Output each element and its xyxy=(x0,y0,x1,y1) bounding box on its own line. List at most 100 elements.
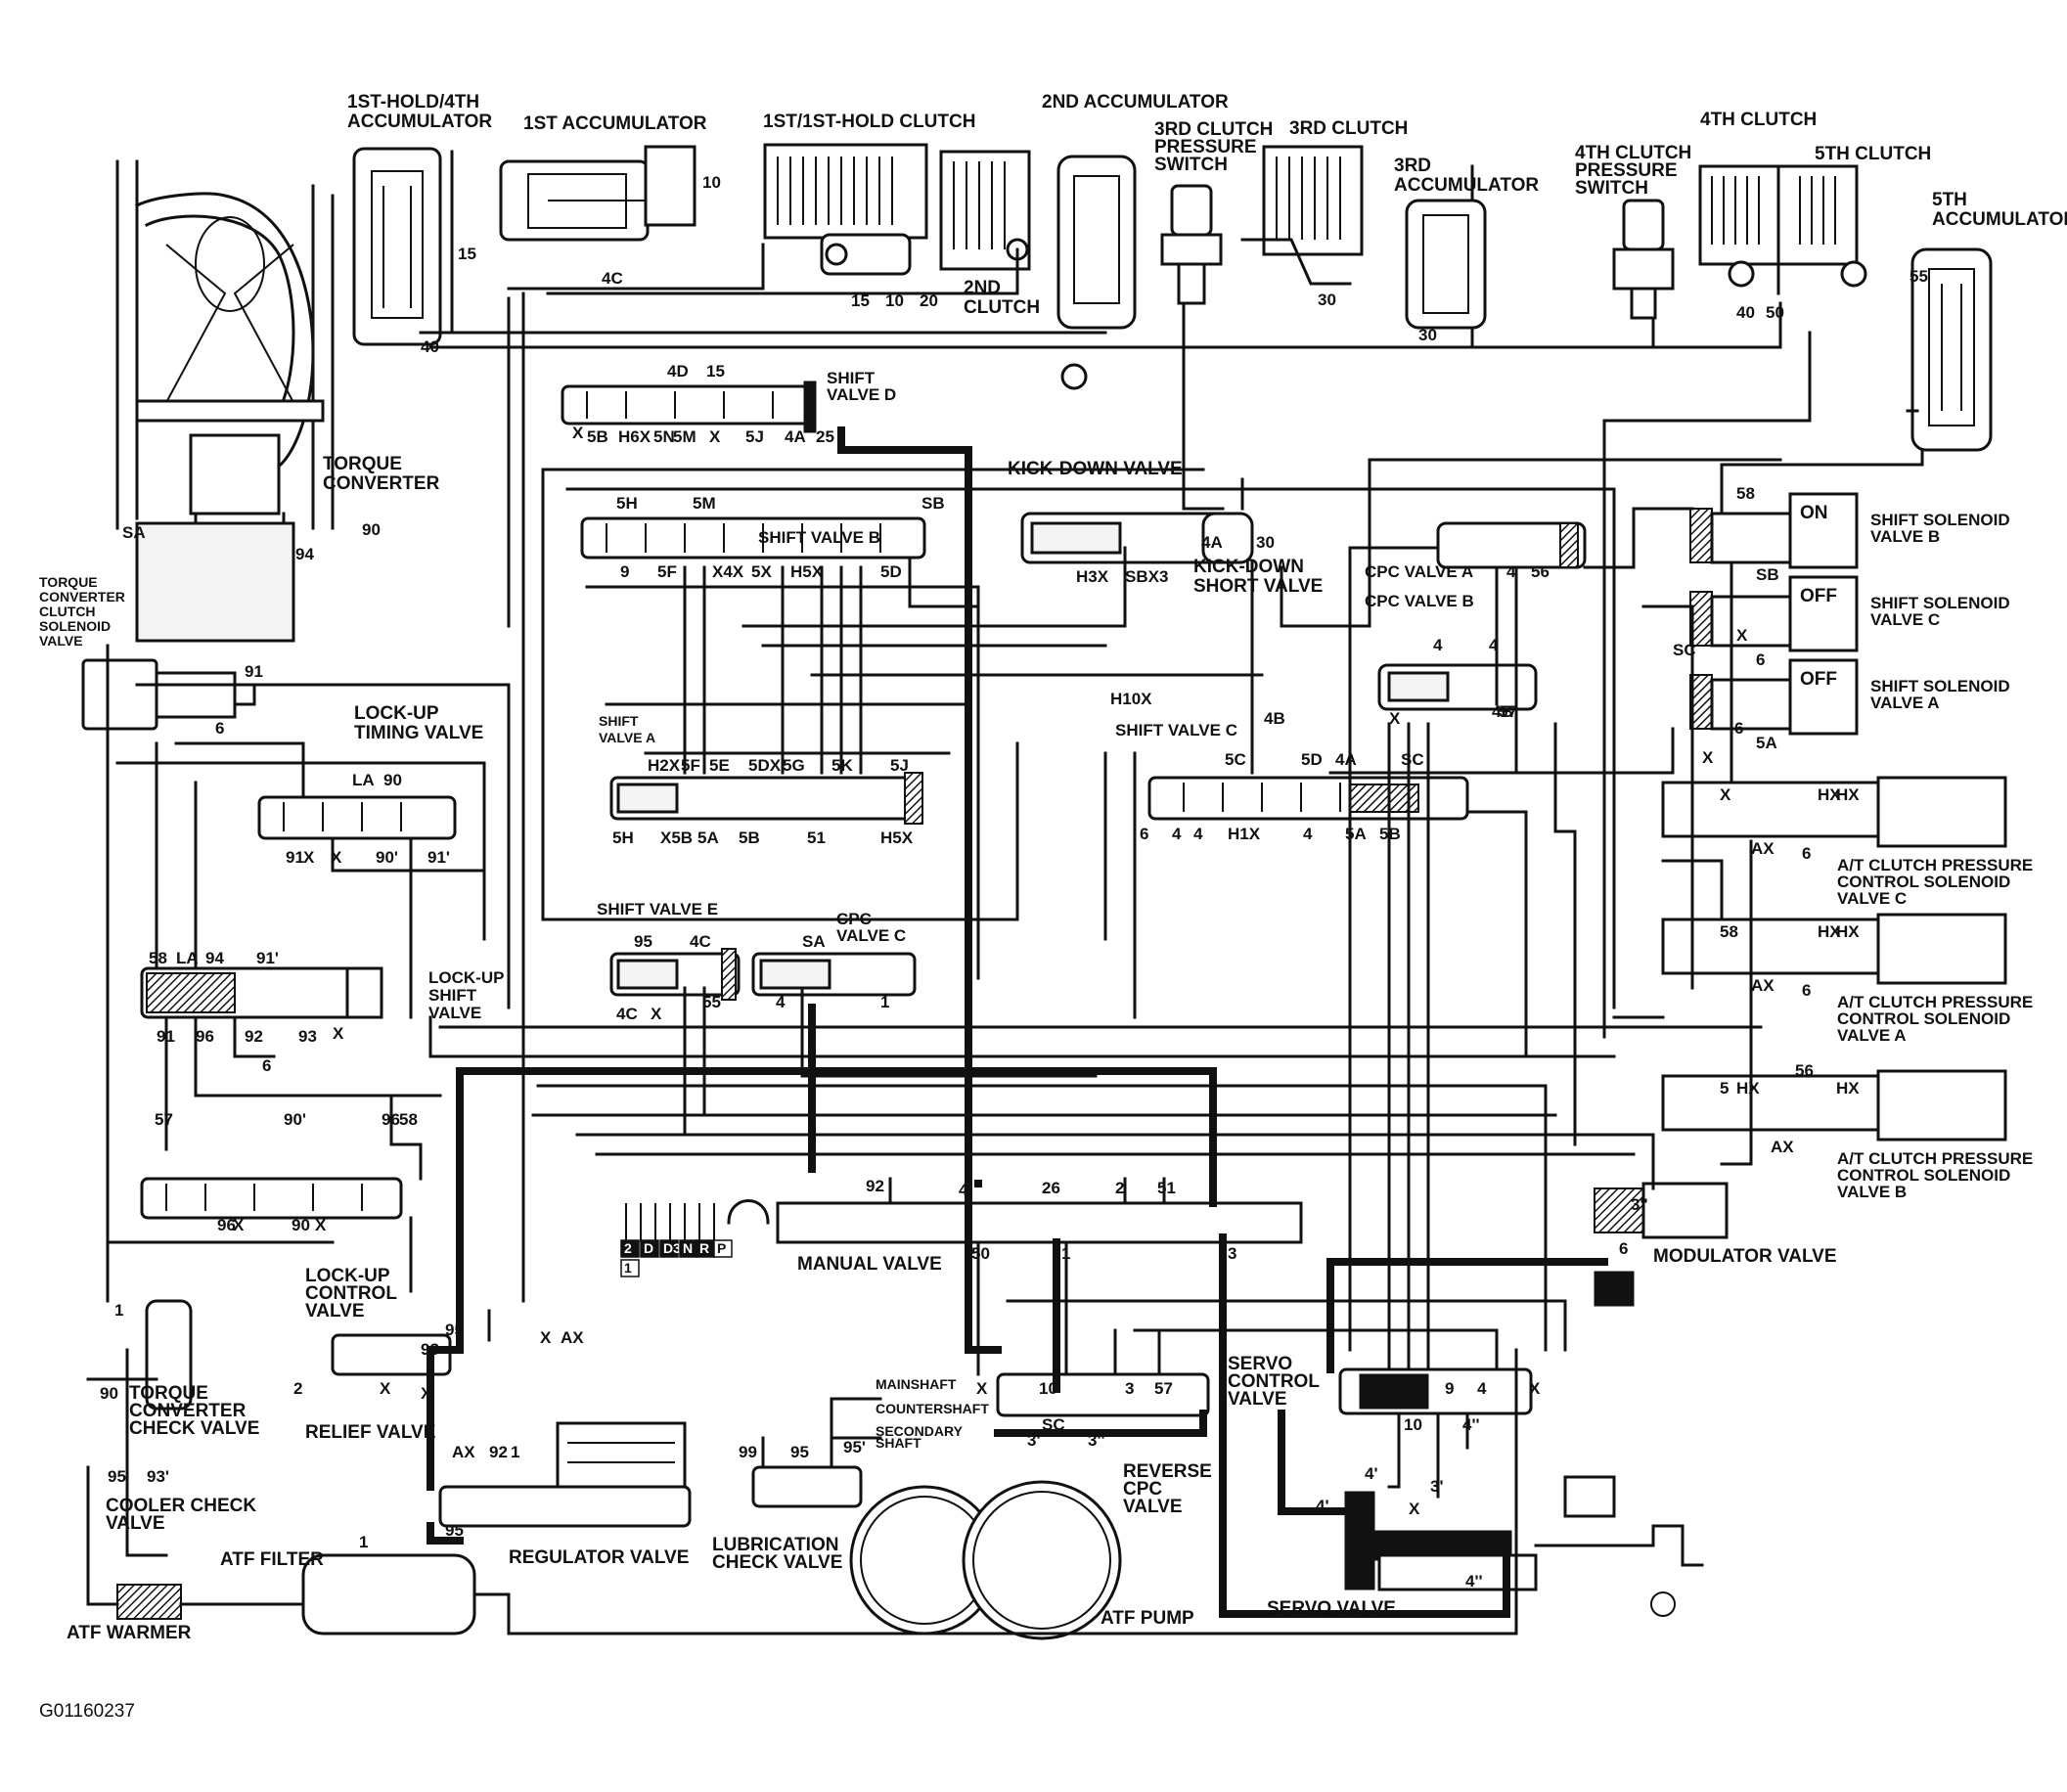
port-label: 30 xyxy=(1256,533,1275,552)
label-lockup-shift-1: LOCK-UP xyxy=(428,968,504,987)
port-label: 95' xyxy=(843,1438,866,1456)
port-label: AX xyxy=(561,1328,584,1347)
port-label: 5F xyxy=(681,756,700,775)
label-cpc-b: CPC VALVE B xyxy=(1365,592,1474,610)
port-label: X4X xyxy=(712,562,744,581)
port-label: HX xyxy=(1836,922,1860,941)
port-label: 4 xyxy=(1193,825,1203,843)
port-label: H5X xyxy=(790,562,824,581)
port-label: 5A xyxy=(697,829,719,847)
port-label: 5C xyxy=(1225,750,1246,769)
label-at-b-2: CONTROL SOLENOID xyxy=(1837,1166,2010,1185)
port-label: 3' xyxy=(1430,1477,1444,1496)
port-label: 4 xyxy=(1303,825,1313,843)
label-acc1: 1ST ACCUMULATOR xyxy=(523,113,707,134)
port-label: 5J xyxy=(890,756,909,775)
cpc-valve-a xyxy=(1436,521,1587,569)
shift-solenoid-a xyxy=(1689,658,1859,736)
label-lockup-timing-1: LOCK-UP xyxy=(354,703,439,724)
port-label: SBX3 xyxy=(1125,567,1168,586)
port-label: 96 xyxy=(382,1110,400,1129)
port-label: SB xyxy=(1756,565,1779,584)
port-label: 4B xyxy=(1264,709,1285,728)
label-servo-control-1: SERVO xyxy=(1228,1354,1292,1374)
figure-id: G01160237 xyxy=(39,1701,135,1722)
port-label: HX xyxy=(1736,1079,1760,1098)
clutch4-5 xyxy=(1698,164,1867,295)
label-clutch5: 5TH CLUTCH xyxy=(1815,144,1931,164)
label-tc-check-2: CONVERTER xyxy=(129,1401,247,1421)
label-at-a-2: CONTROL SOLENOID xyxy=(1837,1009,2010,1028)
port-label: X xyxy=(1529,1379,1541,1398)
servo-control-valve xyxy=(1338,1367,1533,1415)
tc-check-valve xyxy=(145,1299,193,1411)
port-label: AX xyxy=(1771,1138,1794,1156)
label-ps3-1: 3RD CLUTCH xyxy=(1154,119,1273,140)
label-at-c-3: VALVE C xyxy=(1837,889,1907,908)
label-acc5-1: 5TH xyxy=(1932,190,1967,210)
label-clutch4: 4TH CLUTCH xyxy=(1700,110,1817,130)
port-label: 5A xyxy=(1345,825,1367,843)
label-secondary-shaft-2: SHAFT xyxy=(876,1435,921,1451)
port-label: 10 xyxy=(885,291,904,310)
port-label: 51 xyxy=(1157,1179,1176,1197)
port-label: 56 xyxy=(1531,562,1550,581)
port-label: 4'' xyxy=(1465,1572,1483,1590)
gear-position-p: P xyxy=(717,1240,726,1256)
acc5 xyxy=(1910,247,1993,452)
port-label: 58 xyxy=(1720,922,1738,941)
port-label: 4' xyxy=(1316,1497,1329,1515)
port-label: 9 xyxy=(620,562,629,581)
port-label: 4A xyxy=(1201,533,1223,552)
label-sol-a-2: VALVE A xyxy=(1870,694,1940,712)
hold4-accumulator xyxy=(352,147,454,346)
port-label: 5B xyxy=(587,427,608,446)
acc2 xyxy=(1056,155,1137,390)
port-label: 5B xyxy=(1379,825,1401,843)
port-label: 50 xyxy=(971,1244,990,1263)
port-label: X xyxy=(1389,709,1401,728)
label-ps4-2: PRESSURE xyxy=(1575,160,1678,181)
port-label: SA xyxy=(802,932,826,951)
port-label: 1 xyxy=(114,1301,123,1320)
label-cpc-a: CPC VALVE A xyxy=(1365,562,1473,581)
port-label: 95 xyxy=(634,932,652,951)
label-cooler-check-2: VALVE xyxy=(106,1513,165,1534)
label-at-c-2: CONTROL SOLENOID xyxy=(1837,873,2010,891)
port-label: 5M xyxy=(693,494,716,513)
atf-warmer xyxy=(116,1584,182,1620)
port-label: 91 xyxy=(286,848,304,867)
port-label: 90' xyxy=(376,848,398,867)
port-label: 4 xyxy=(959,1181,968,1199)
label-atf-pump: ATF PUMP xyxy=(1101,1608,1194,1629)
relief-valve xyxy=(331,1333,452,1376)
acc3 xyxy=(1405,164,1487,330)
port-label: 95 xyxy=(445,1521,464,1540)
port-label: 30 xyxy=(1318,291,1336,309)
label-reverse-cpc-3: VALVE xyxy=(1123,1497,1183,1517)
label-reverse-cpc-1: REVERSE xyxy=(1123,1461,1212,1482)
port-label: 1 xyxy=(1061,1244,1070,1263)
label-tcc-solenoid-4: SOLENOID xyxy=(39,618,111,634)
label-shift-valve-e: SHIFT VALVE E xyxy=(597,900,718,918)
label-torque-converter-1: TORQUE xyxy=(323,454,402,474)
port-label: 5DX xyxy=(748,756,782,775)
label-clutch2-1: 2ND xyxy=(964,278,1001,298)
port-label: 5K xyxy=(831,756,853,775)
torque-converter xyxy=(115,159,335,643)
shift-valve-a xyxy=(609,772,923,825)
label-kickdown-short-1: KICK-DOWN xyxy=(1193,557,1304,577)
label-at-b-1: A/T CLUTCH PRESSURE xyxy=(1837,1149,2033,1168)
port-label: 91 xyxy=(157,1027,175,1046)
acc1 xyxy=(499,145,696,242)
port-label: 93' xyxy=(147,1467,169,1486)
label-acc3-1: 3RD xyxy=(1394,156,1431,176)
gear-position-d: D xyxy=(644,1240,653,1256)
port-label: 5J xyxy=(745,427,764,446)
port-label: 5M xyxy=(673,427,696,446)
port-label: X xyxy=(709,427,721,446)
port-label: 3'' xyxy=(1631,1195,1648,1214)
port-label: 90 xyxy=(383,771,402,789)
label-lub-check-2: CHECK VALVE xyxy=(712,1552,842,1573)
port-label: 4' xyxy=(1365,1464,1378,1483)
